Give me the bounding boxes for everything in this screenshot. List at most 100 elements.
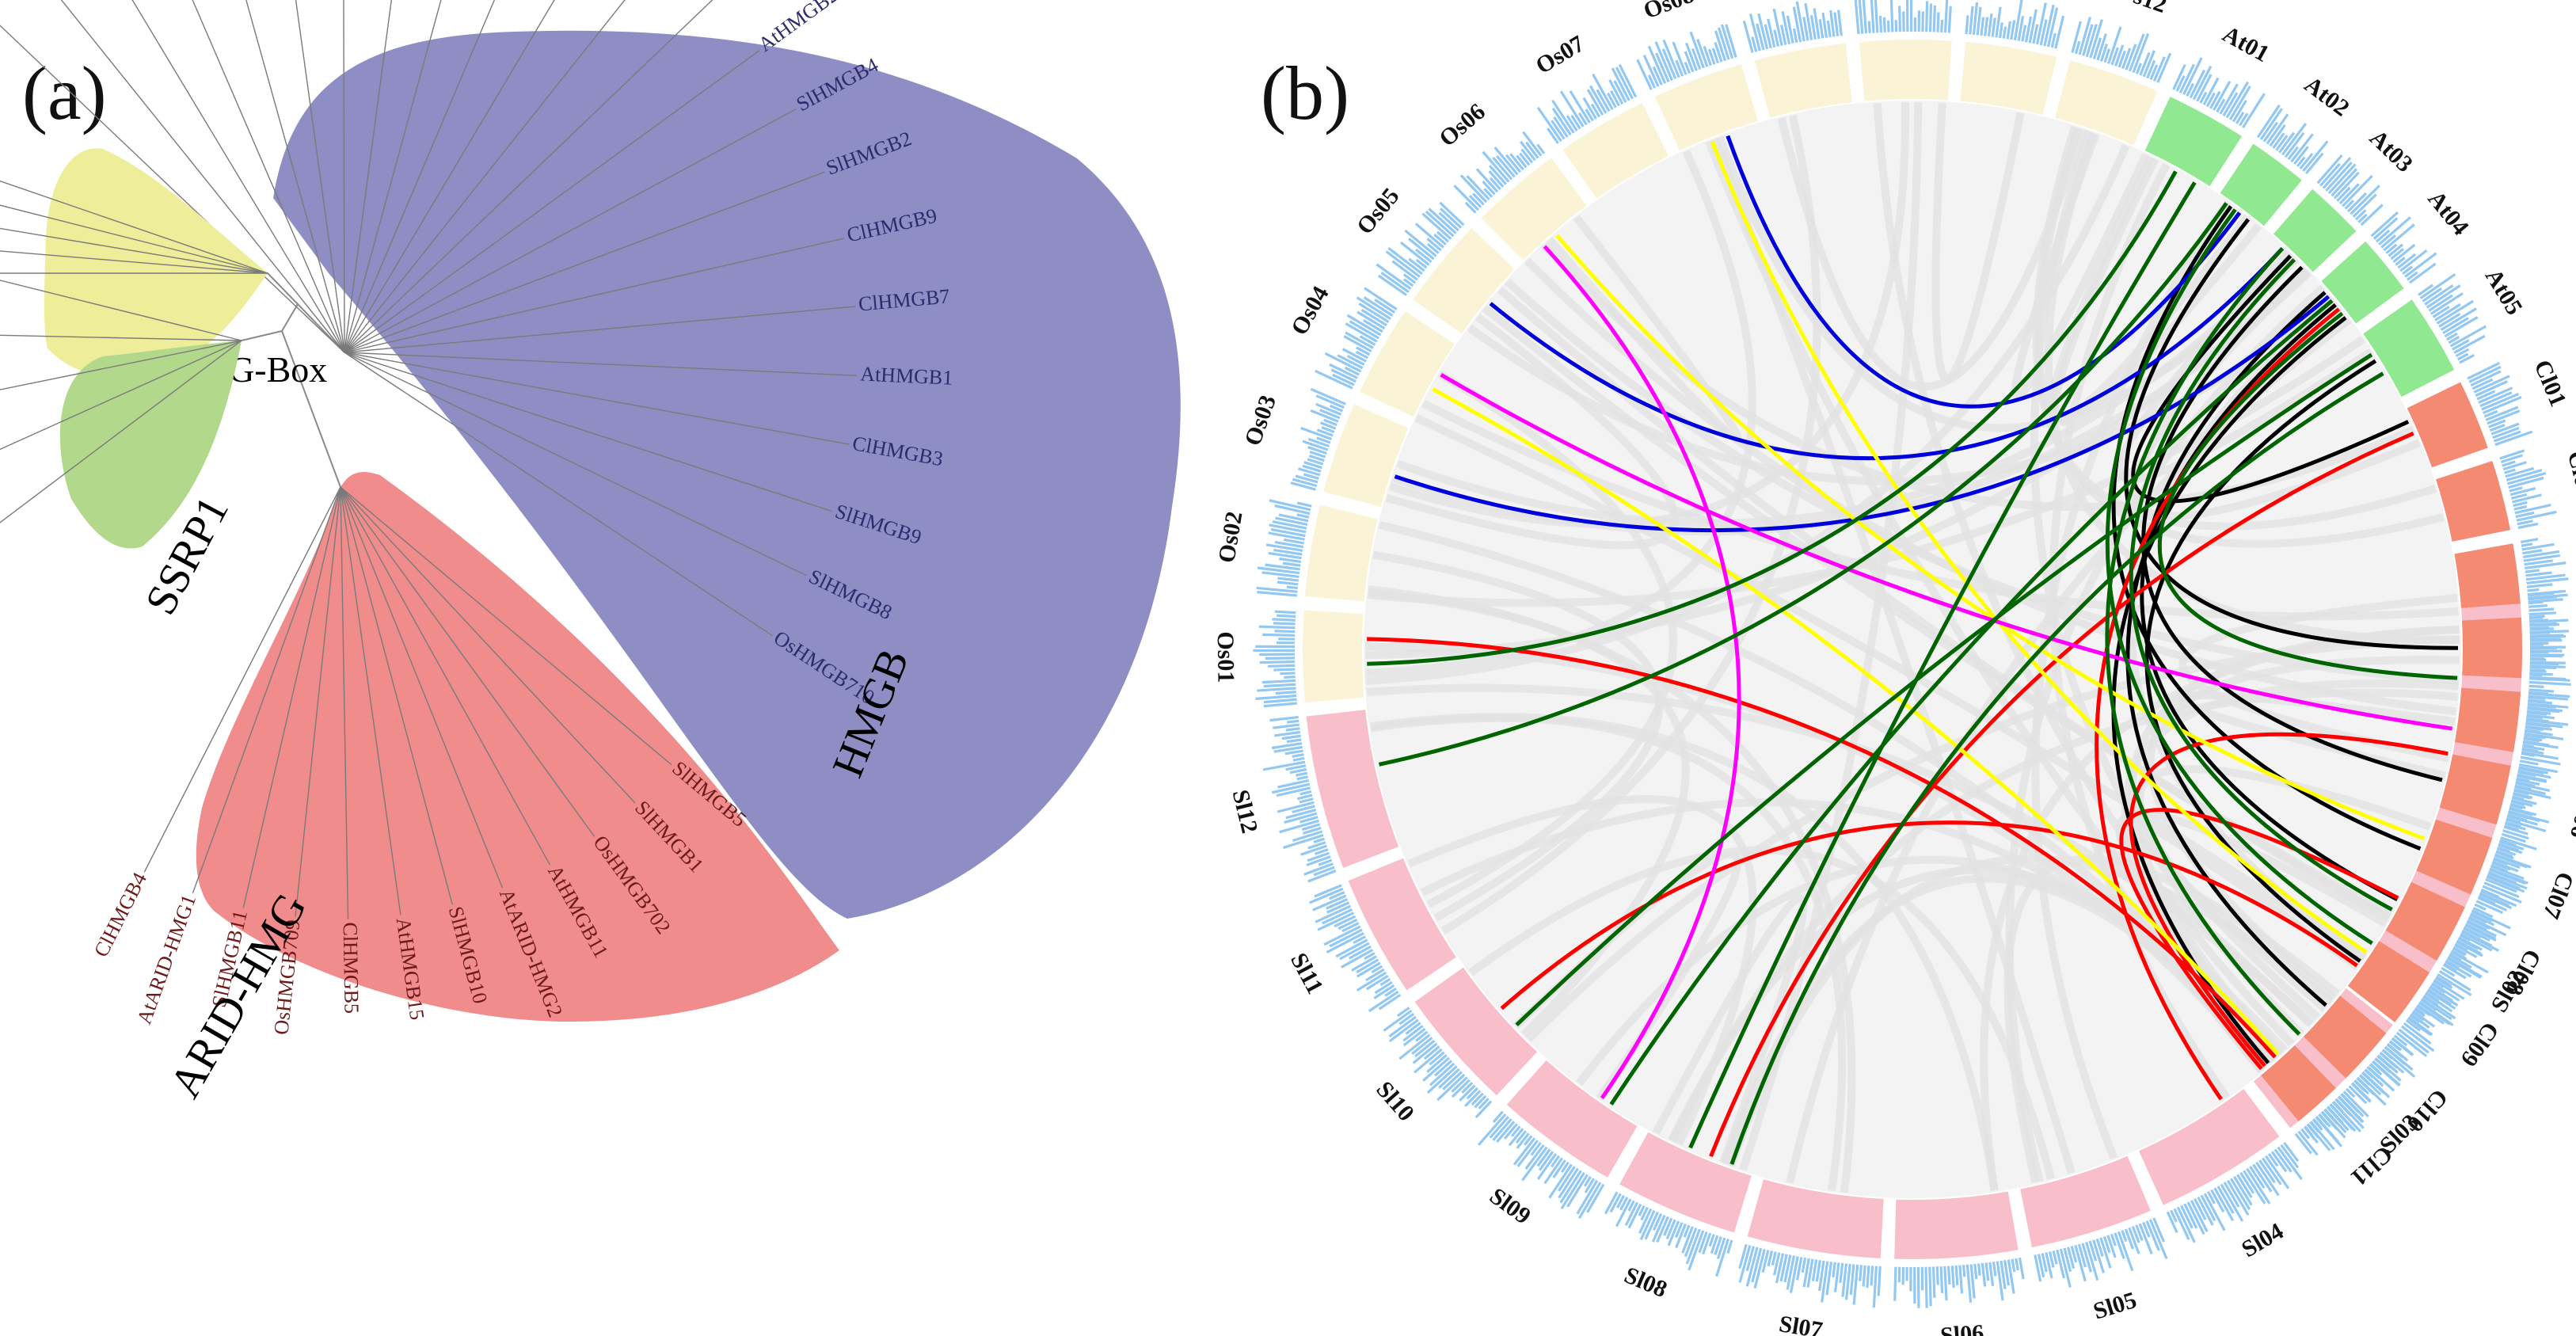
chromosome-label: Sl04 bbox=[2237, 1218, 2288, 1262]
chromosome-label: Cl09 bbox=[2455, 1018, 2503, 1071]
branch bbox=[344, 238, 845, 353]
chromosome-label: Cl01 bbox=[2529, 356, 2572, 410]
collinear-links bbox=[1367, 135, 2459, 1165]
chromosome-Sl04 bbox=[2139, 1089, 2280, 1205]
tree-backbone bbox=[241, 272, 345, 488]
background-chord bbox=[2034, 126, 2445, 548]
chromosome-Sl09 bbox=[1506, 1060, 1638, 1178]
density-Sl10 bbox=[1383, 1007, 1493, 1119]
link-At02-Sl12 bbox=[1378, 202, 2228, 767]
branch bbox=[344, 50, 760, 353]
chromosome-label: Sl05 bbox=[2091, 1287, 2140, 1325]
density-Os10 bbox=[1854, 0, 1952, 35]
background-chord bbox=[1980, 626, 2460, 1191]
branch bbox=[0, 334, 242, 341]
chromosome-Os07 bbox=[1562, 102, 1669, 199]
chromosome-At02 bbox=[2220, 143, 2302, 226]
leaf-label: OsSSRP702 bbox=[0, 515, 2, 595]
clade-arid-shading bbox=[196, 471, 839, 1022]
chromosome-Os12 bbox=[2054, 60, 2158, 146]
chromosome-Os06 bbox=[1481, 158, 1587, 261]
background-chord bbox=[1368, 585, 1856, 1193]
chromosome-Sl12 bbox=[1306, 710, 1399, 868]
background-chord bbox=[1873, 103, 2295, 1047]
background-chord bbox=[2178, 593, 2458, 763]
density-Cl04 bbox=[2528, 615, 2569, 681]
branch bbox=[0, 180, 268, 274]
branch bbox=[344, 108, 797, 353]
background-chord bbox=[1372, 550, 1664, 922]
chromosome-Cl06 bbox=[2439, 754, 2511, 825]
panel-a: (a) ClHMGB2OsHMGB711AtHMGB14OsHMGB707OsH… bbox=[0, 0, 1181, 1106]
chromosome-label: At04 bbox=[2422, 186, 2474, 241]
density-Cl08 bbox=[2443, 909, 2511, 978]
density-Cl02 bbox=[2499, 449, 2557, 530]
background-chord bbox=[2115, 249, 2374, 484]
branch bbox=[0, 250, 268, 274]
branch bbox=[344, 352, 850, 445]
density-At02 bbox=[2256, 104, 2329, 175]
chromosome-label: Os06 bbox=[1434, 98, 1490, 151]
chromosome-Sl08 bbox=[1619, 1132, 1752, 1233]
density-Os07 bbox=[1536, 63, 1638, 144]
chromosome-label: At01 bbox=[2218, 21, 2274, 67]
link-Os08-At02 bbox=[1726, 135, 2242, 409]
density-Cl09 bbox=[2401, 975, 2465, 1052]
branch bbox=[340, 486, 551, 866]
chromosome-label: Os03 bbox=[1239, 392, 1281, 449]
chromosome-label: Os02 bbox=[1213, 509, 1247, 565]
background-chord bbox=[1652, 894, 1808, 1165]
chromosome-label: Cl07 bbox=[2537, 869, 2576, 923]
chromosome-Sl07 bbox=[1747, 1179, 1884, 1258]
branch bbox=[295, 486, 341, 917]
chromosome-label: Sl07 bbox=[1777, 1311, 1825, 1336]
background-chord bbox=[1468, 846, 2055, 1180]
gene-density-track bbox=[1253, 0, 2571, 1308]
link-Os06-Sl09 bbox=[1543, 245, 1741, 1100]
chromosome-label: Os04 bbox=[1286, 282, 1334, 340]
chromosome-label: Sl10 bbox=[1371, 1076, 1419, 1126]
branch bbox=[340, 486, 672, 766]
chromosome-Sl05 bbox=[2020, 1155, 2151, 1248]
density-Os09 bbox=[1742, 1, 1843, 53]
branch bbox=[340, 486, 636, 804]
branch bbox=[344, 0, 393, 353]
background-chord bbox=[1576, 855, 2281, 1087]
chromosome-label: Sl11 bbox=[1285, 949, 1328, 999]
background-chord bbox=[1668, 688, 2458, 1143]
chromosome-Cl11 bbox=[2261, 1045, 2336, 1121]
link-Os04-Sl01 bbox=[1440, 373, 2453, 731]
chromosome-Cl03 bbox=[2454, 543, 2521, 608]
link-Cl09-Sl10 bbox=[1500, 820, 2358, 1011]
chromosome-Sl06 bbox=[1894, 1191, 2019, 1259]
link-At02-Cl04 bbox=[2124, 218, 2459, 650]
branch bbox=[344, 0, 496, 353]
density-Cl05 bbox=[2521, 691, 2569, 760]
clade-ssrp-shading bbox=[59, 341, 242, 549]
branch bbox=[344, 352, 807, 577]
link-At05-Sl10 bbox=[1515, 352, 2373, 1027]
branch bbox=[344, 306, 856, 353]
branch bbox=[242, 486, 341, 908]
chromosome-Os02 bbox=[1304, 504, 1378, 602]
branch bbox=[344, 0, 555, 353]
background-chord bbox=[1414, 414, 2367, 962]
branch bbox=[245, 0, 345, 353]
chromosome-Cl05 bbox=[2455, 687, 2521, 752]
link-At04-Sl09 bbox=[1609, 299, 2334, 1106]
chromosome-label: Os05 bbox=[1352, 183, 1405, 239]
branch bbox=[0, 227, 268, 274]
chromosome-Os08 bbox=[1654, 63, 1758, 151]
leaf-label: AtHMGB2 bbox=[754, 0, 843, 56]
density-Sl07 bbox=[1738, 1243, 1882, 1308]
chromosome-label: Os12 bbox=[2113, 0, 2170, 18]
branch bbox=[344, 352, 773, 637]
panel-b-label: (b) bbox=[1261, 51, 1349, 135]
branch bbox=[340, 486, 504, 889]
density-Cl06 bbox=[2504, 766, 2551, 832]
panel-a-label: (a) bbox=[22, 51, 107, 135]
branch bbox=[295, 0, 345, 353]
leaf-label: AtARID-HMG1 bbox=[132, 892, 200, 1027]
branch bbox=[0, 280, 242, 341]
